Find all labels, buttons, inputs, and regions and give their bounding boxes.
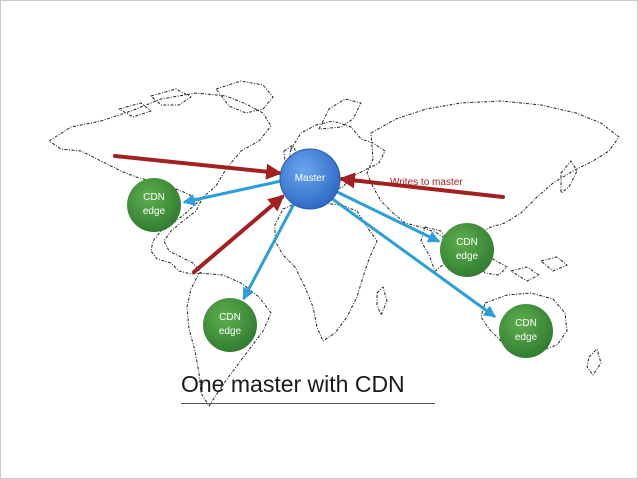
replication-arrow-north-america: [182, 179, 283, 206]
cdn-edge-node-north-america[interactable]: [127, 178, 181, 232]
writes-annotation: Writes to master: [390, 177, 463, 188]
britain-outline: [283, 144, 298, 166]
write-arrows: [113, 154, 505, 274]
southeast-asia-islands-outline: [478, 256, 568, 282]
title-underline: [181, 403, 435, 404]
world-map-outline: [48, 80, 620, 407]
arctic-islands-outline: [118, 88, 192, 118]
asia-outline: [366, 100, 620, 248]
new-zealand-outline: [586, 348, 602, 376]
replication-arrows: [182, 179, 496, 318]
scandinavia-outline: [318, 98, 362, 130]
australia-outline: [480, 292, 568, 352]
write-arrow-asia: [338, 172, 505, 199]
south-america-outline: [186, 272, 272, 407]
madagascar-outline: [376, 286, 388, 316]
replication-arrow-australia: [325, 193, 496, 318]
india-outline: [420, 226, 452, 272]
slide-title: One master with CDN: [181, 371, 405, 397]
cdn-edge-node-australia[interactable]: [499, 304, 553, 358]
write-arrow-north-america: [113, 154, 283, 180]
nodes: [127, 148, 553, 358]
cdn-edge-node-asia[interactable]: [440, 223, 494, 277]
japan-outline: [560, 160, 578, 194]
greenland-outline: [215, 80, 274, 114]
master-node[interactable]: [279, 148, 341, 210]
cdn-edge-node-south-america[interactable]: [203, 298, 257, 352]
africa-outline: [274, 200, 378, 342]
replication-arrow-asia: [329, 187, 441, 243]
replication-arrow-south-america: [242, 200, 297, 301]
write-arrow-south-america: [192, 194, 285, 274]
